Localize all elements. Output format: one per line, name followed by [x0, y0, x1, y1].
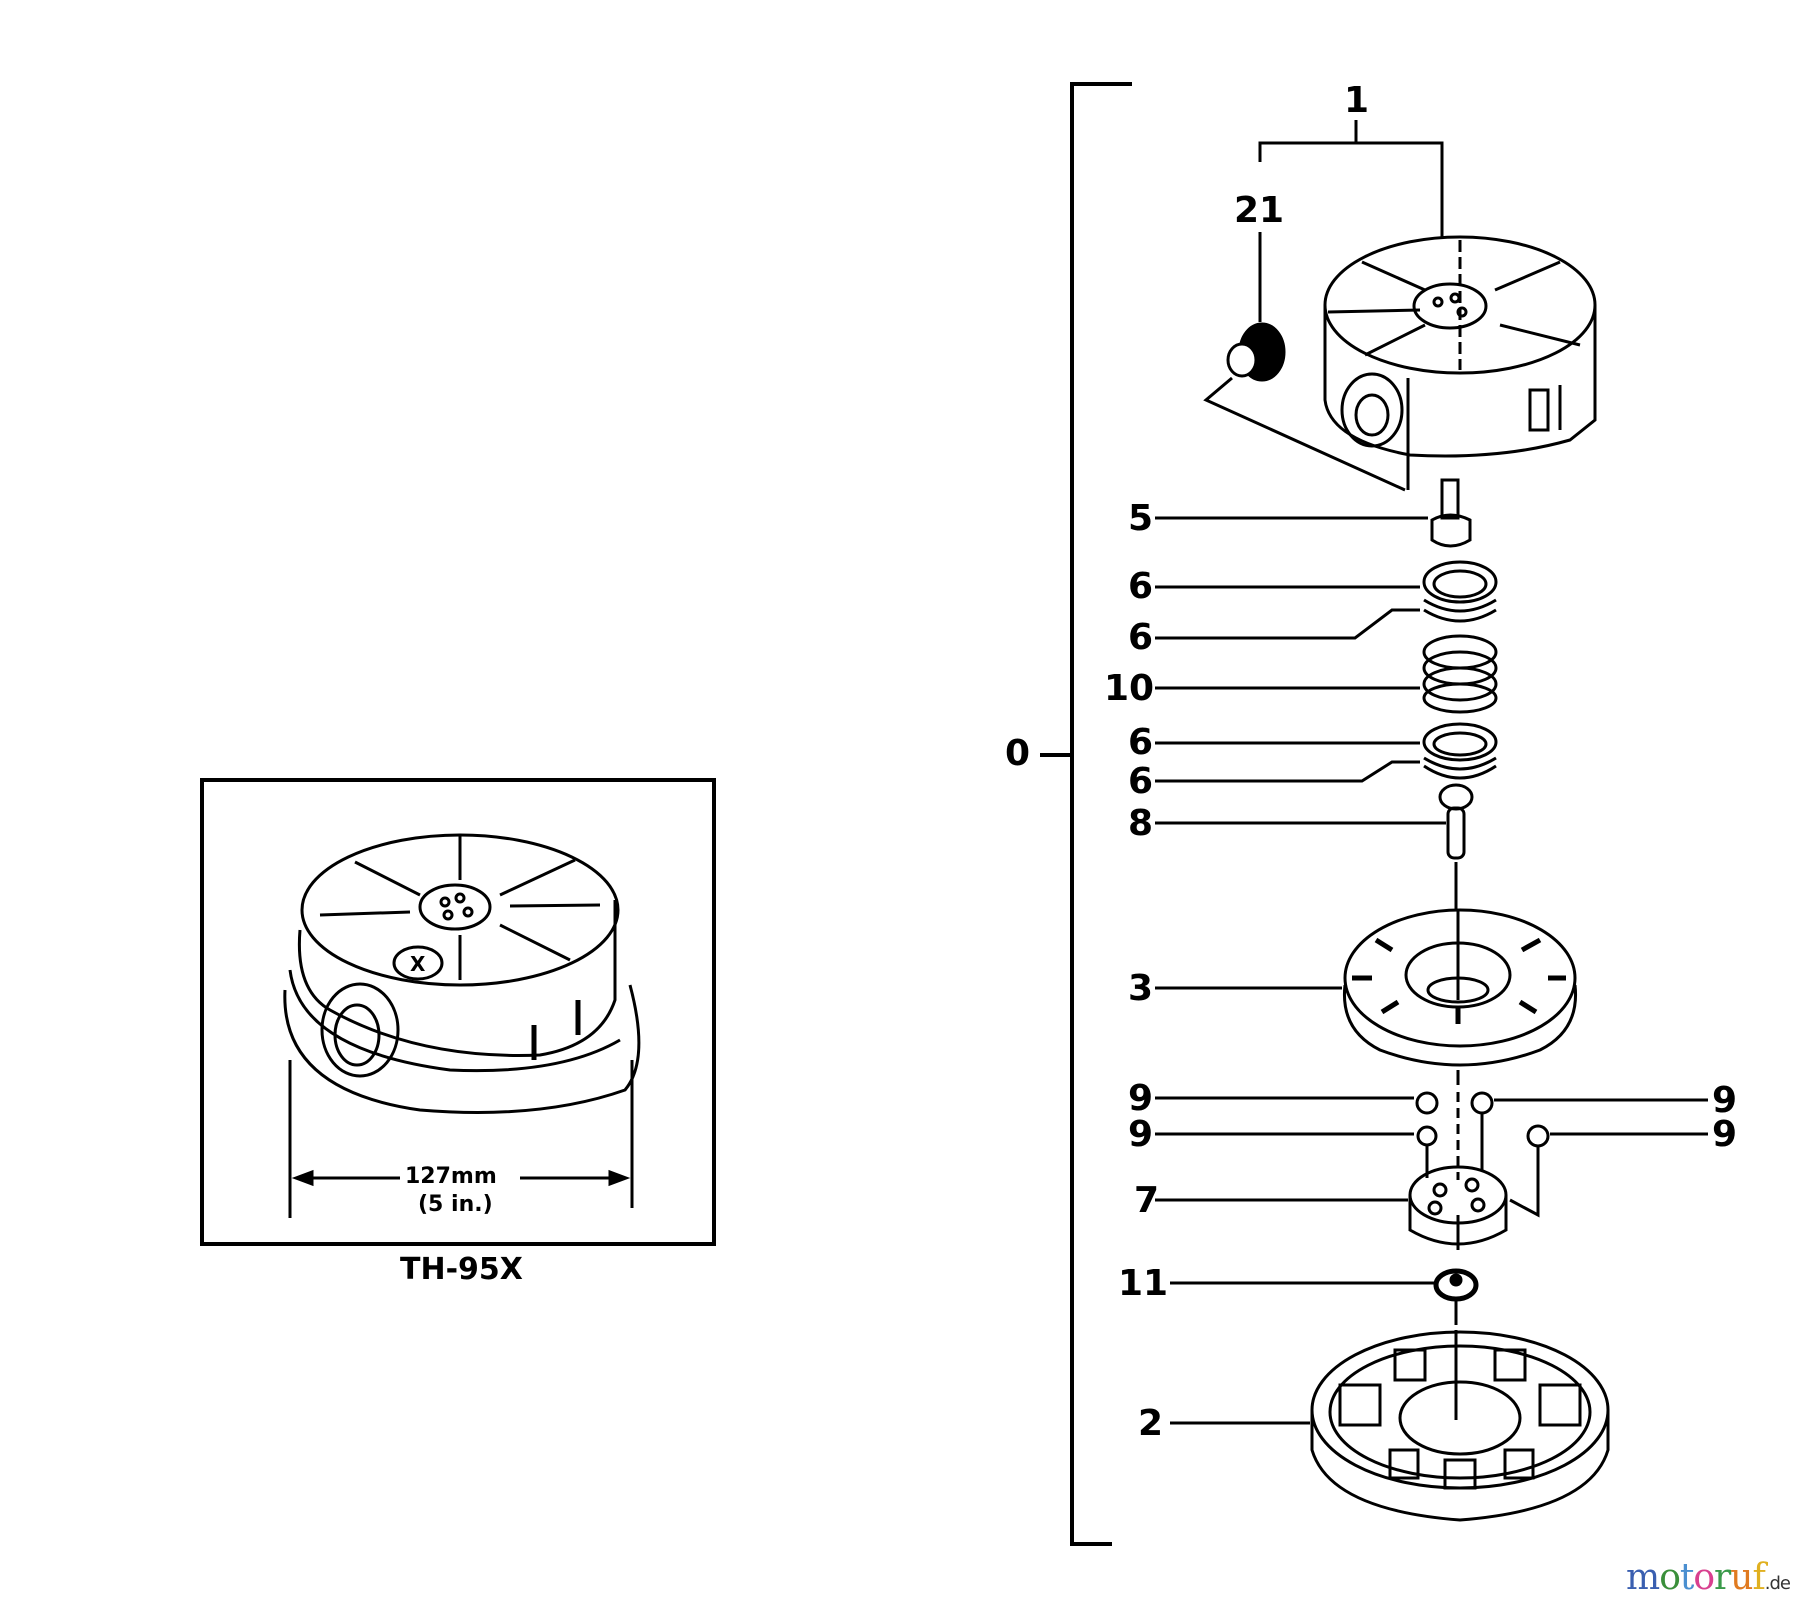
watermark-letter: o — [1659, 1557, 1681, 1598]
assembly-bracket — [1040, 82, 1132, 1546]
callout-7: 7 — [1134, 1180, 1160, 1221]
watermark-tld: .de — [1764, 1573, 1791, 1594]
watermark-letter: o — [1693, 1557, 1715, 1598]
watermark-letter: m — [1626, 1557, 1660, 1598]
callout-9-left-upper: 9 — [1128, 1078, 1154, 1119]
part-spring — [1155, 634, 1498, 714]
part-nut — [1170, 1268, 1479, 1325]
model-label: TH-95X — [400, 1252, 523, 1287]
callout-2: 2 — [1138, 1403, 1164, 1444]
watermark-letter: r — [1714, 1557, 1731, 1598]
callout-6-a: 6 — [1128, 566, 1154, 607]
callout-6-c: 6 — [1128, 722, 1154, 763]
callout-11: 11 — [1118, 1263, 1169, 1304]
callout-6-b: 6 — [1128, 617, 1154, 658]
part-eyelet — [1203, 232, 1406, 492]
watermark-letter: f — [1752, 1557, 1765, 1598]
callout-3: 3 — [1128, 968, 1154, 1009]
inset-box: X — [200, 778, 716, 1246]
watermark-logo: motoruf.de — [1626, 1557, 1791, 1598]
callout-21: 21 — [1234, 190, 1285, 231]
assembly-label: 0 — [1005, 733, 1031, 774]
part-base-housing — [1170, 1330, 1610, 1522]
callout-9-right-lower: 9 — [1712, 1114, 1738, 1155]
part-pin — [1155, 783, 1474, 910]
callout-1: 1 — [1344, 80, 1370, 121]
part-cover — [1258, 120, 1597, 490]
part-bolt — [1155, 478, 1472, 548]
part-washers-upper — [1155, 560, 1498, 640]
svg-text:X: X — [410, 952, 426, 976]
callout-5: 5 — [1128, 498, 1154, 539]
dimension-mm-label: 127mm — [405, 1164, 497, 1189]
trimmer-head-illustration: X — [283, 833, 641, 1114]
dimension-in-label: (5 in.) — [418, 1192, 493, 1217]
callout-10: 10 — [1104, 668, 1155, 709]
callout-8: 8 — [1128, 803, 1154, 844]
part-washers-lower — [1155, 722, 1498, 783]
callout-6-d: 6 — [1128, 761, 1154, 802]
part-spool — [1155, 908, 1578, 1085]
callout-9-left-lower: 9 — [1128, 1114, 1154, 1155]
dimension-indicator — [288, 1060, 634, 1218]
callout-9-right-upper: 9 — [1712, 1080, 1738, 1121]
watermark-letter: t — [1679, 1557, 1695, 1598]
part-hub — [1155, 1165, 1508, 1250]
watermark-letter: u — [1730, 1557, 1753, 1598]
